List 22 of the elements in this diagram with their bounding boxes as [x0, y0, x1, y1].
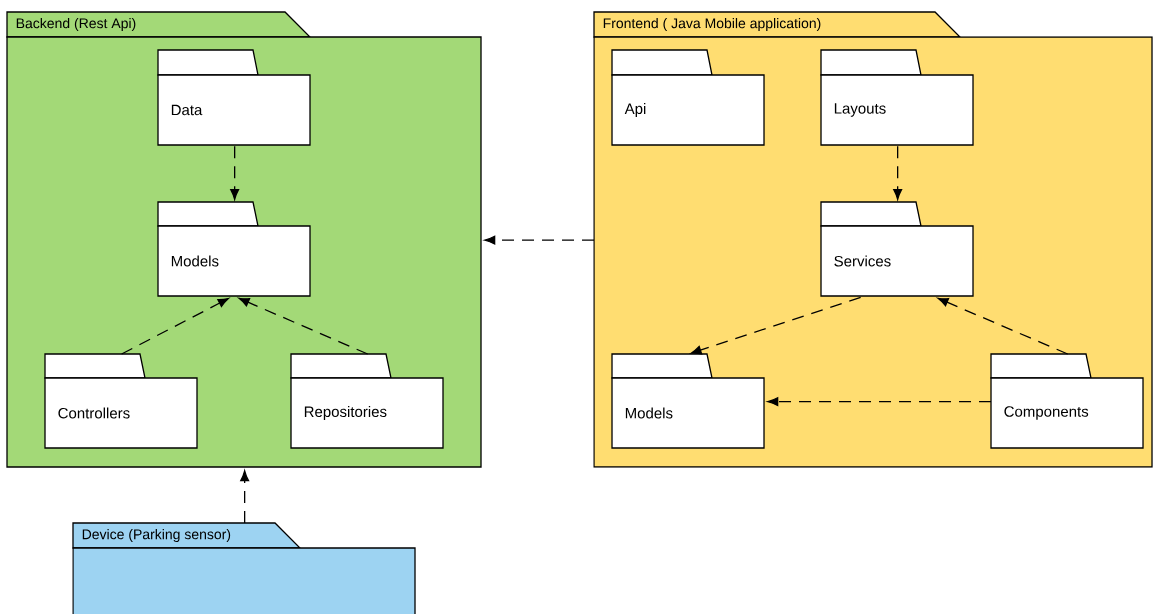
node-label: Frontend ( Java Mobile application) — [603, 17, 821, 32]
folder-box: Controllers — [44, 353, 198, 449]
folder-box: Api — [611, 49, 765, 146]
node-label: Backend (Rest Api) — [16, 17, 136, 32]
dependency-arrow — [230, 145, 240, 201]
folder-box: Components — [990, 353, 1144, 449]
dependency-arrow — [121, 297, 229, 355]
folder-box: Layouts — [820, 49, 974, 146]
folder-box: Repositories — [290, 353, 444, 449]
dependency-arrow — [484, 235, 595, 245]
dependency-arrow — [937, 297, 1069, 355]
package: Device (Parking sensor) — [72, 522, 416, 614]
folder-box: Services — [820, 201, 974, 297]
dependency-arrow — [240, 470, 250, 524]
dependency-arrow — [690, 296, 862, 355]
dependency-arrow — [767, 397, 992, 407]
node-label: Device (Parking sensor) — [82, 528, 231, 543]
folder-box: Models — [157, 201, 311, 297]
dependency-arrow — [893, 145, 903, 201]
dependency-arrow — [238, 297, 369, 355]
folder-box: Data — [157, 49, 311, 146]
folder-box: Models — [611, 353, 765, 449]
